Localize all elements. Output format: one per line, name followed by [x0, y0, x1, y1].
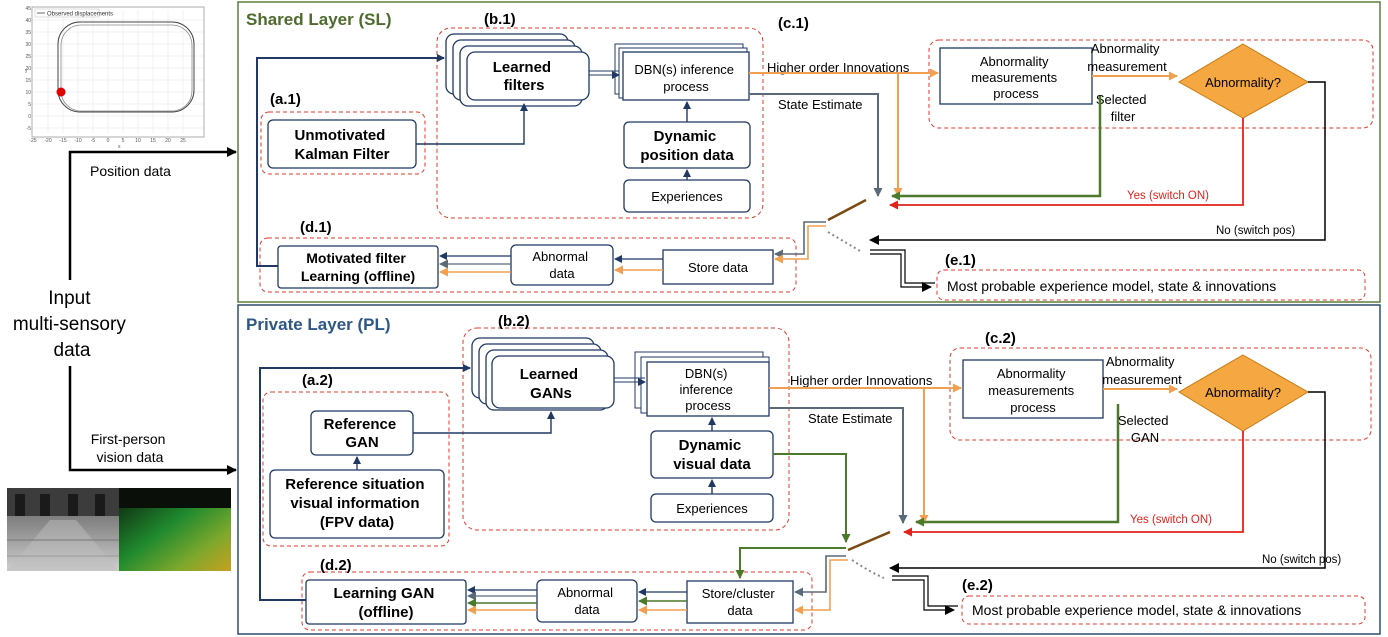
svg-text:15: 15 — [150, 138, 156, 144]
unmotivated-kf-text: Unmotivated Kalman Filter — [294, 127, 389, 163]
selected-label: Selected filter — [1096, 92, 1150, 124]
label-c2: (c.2) — [985, 330, 1016, 347]
svg-text:-25: -25 — [29, 138, 36, 144]
svg-text:40: 40 — [25, 18, 31, 24]
dbn-text-2: DBN(s) inference process — [679, 366, 736, 413]
label-e2: (e.2) — [962, 577, 993, 594]
fpv-images — [7, 488, 231, 571]
no-switch-label-2: No (switch pos) — [1262, 554, 1341, 566]
yes-switch-label-2: Yes (switch ON) — [1130, 514, 1212, 526]
svg-text:5: 5 — [28, 102, 31, 108]
higher-order-label: Higher order Innovations — [767, 60, 910, 75]
reference-gan-text: Reference GAN — [324, 416, 401, 451]
svg-text:0: 0 — [107, 138, 110, 144]
store-cluster-box — [686, 580, 794, 624]
dynamic-data-text: Dynamic position data — [640, 128, 734, 164]
position-data-label: Position data — [90, 163, 171, 179]
abn-measurement-label-2: Abnormality measurement — [1102, 354, 1182, 387]
dbn-text: DBN(s) inference process — [634, 62, 737, 94]
svg-text:10: 10 — [25, 90, 31, 96]
label-b1: (b.1) — [484, 11, 516, 28]
state-estimate-label-2: State Estimate — [808, 411, 893, 426]
svg-text:25: 25 — [180, 138, 186, 144]
svg-text:-5: -5 — [27, 126, 32, 132]
label-e1: (e.1) — [945, 252, 976, 269]
abn-process-text: Abnormality measurements process — [971, 54, 1061, 101]
learned-filters-box — [466, 51, 590, 101]
no-switch-label: No (switch pos) — [1216, 225, 1295, 237]
svg-text:30: 30 — [25, 42, 31, 48]
svg-text:-15: -15 — [59, 138, 66, 144]
svg-text:15: 15 — [25, 78, 31, 84]
abnormal-data-box-2 — [536, 579, 638, 623]
svg-text:45: 45 — [25, 6, 31, 12]
state-estimate-label: State Estimate — [778, 97, 863, 112]
svg-text:20: 20 — [25, 66, 31, 72]
decision-text: Abnormality? — [1205, 75, 1281, 90]
abnormal-data-text-2: Abnormal data — [557, 585, 616, 617]
store-data-text: Store data — [688, 260, 749, 275]
svg-text:-20: -20 — [44, 138, 51, 144]
trajectory-y-axis: y — [25, 68, 28, 74]
learning-text: Motivated filter Learning (offline) — [301, 250, 415, 284]
result-text: Most probable experience model, state & … — [947, 278, 1276, 294]
label-a1: (a.1) — [270, 91, 301, 108]
yes-switch-label: Yes (switch ON) — [1127, 190, 1209, 202]
learned-gans-text: Learned GANs — [520, 366, 583, 402]
fpv-data-label: First-person vision data — [91, 431, 170, 465]
abnormal-data-text: Abnormal data — [532, 249, 591, 281]
experiences-text-2: Experiences — [676, 501, 748, 516]
svg-text:0: 0 — [28, 114, 31, 120]
svg-text:5: 5 — [122, 138, 125, 144]
learning-gan-box — [305, 579, 467, 625]
svg-text:-5: -5 — [91, 138, 96, 144]
abn-process-box — [939, 47, 1093, 105]
shared-layer-title: Shared Layer (SL) — [246, 10, 392, 29]
store-cluster-text: Store/cluster data — [702, 586, 779, 618]
abn-process-text-2: Abnormality measurements process — [988, 366, 1078, 415]
store-data-box — [662, 249, 774, 285]
trajectory-legend: Observed displacements — [47, 12, 113, 18]
shared-layer: Shared Layer (SL) (a.1) (b.1) (c.1) (d.1… — [237, 1, 1381, 303]
decision-text-2: Abnormality? — [1205, 385, 1281, 400]
higher-order-label-2: Higher order Innovations — [790, 373, 933, 388]
svg-text:25: 25 — [25, 54, 31, 60]
label-b2: (b.2) — [498, 313, 530, 330]
private-layer-title: Private Layer (PL) — [246, 315, 391, 334]
abn-measurement-label: Abnormality measurement — [1087, 41, 1167, 74]
input-label: Input multi-sensory data — [13, 288, 131, 361]
label-a2: (a.2) — [302, 372, 333, 389]
label-d2: (d.2) — [320, 557, 352, 574]
svg-text:10: 10 — [135, 138, 141, 144]
private-layer: Private Layer (PL) (a.2) (b.2) (c.2) (d.… — [237, 304, 1381, 635]
trajectory-x-axis: x — [118, 144, 121, 150]
reference-info-text: Reference situation visual information (… — [285, 476, 428, 531]
svg-text:20: 20 — [165, 138, 171, 144]
dbn-box — [622, 51, 750, 101]
learning-gan-text: Learning GAN (offline) — [333, 585, 438, 621]
trajectory-plot: Observed displacements 45 40 35 30 25 20… — [25, 6, 205, 150]
selected-label-2: Selected GAN — [1118, 413, 1172, 445]
label-d1: (d.1) — [300, 219, 332, 236]
label-c1: (c.1) — [778, 15, 809, 32]
learned-filters-text: Learned filters — [493, 59, 556, 94]
result-text-2: Most probable experience model, state & … — [972, 602, 1301, 618]
svg-text:35: 35 — [25, 30, 31, 36]
svg-text:-10: -10 — [74, 138, 81, 144]
experiences-text: Experiences — [651, 189, 723, 204]
dynamic-visual-text: Dynamic visual data — [673, 437, 751, 473]
abnormal-data-box — [510, 244, 614, 286]
